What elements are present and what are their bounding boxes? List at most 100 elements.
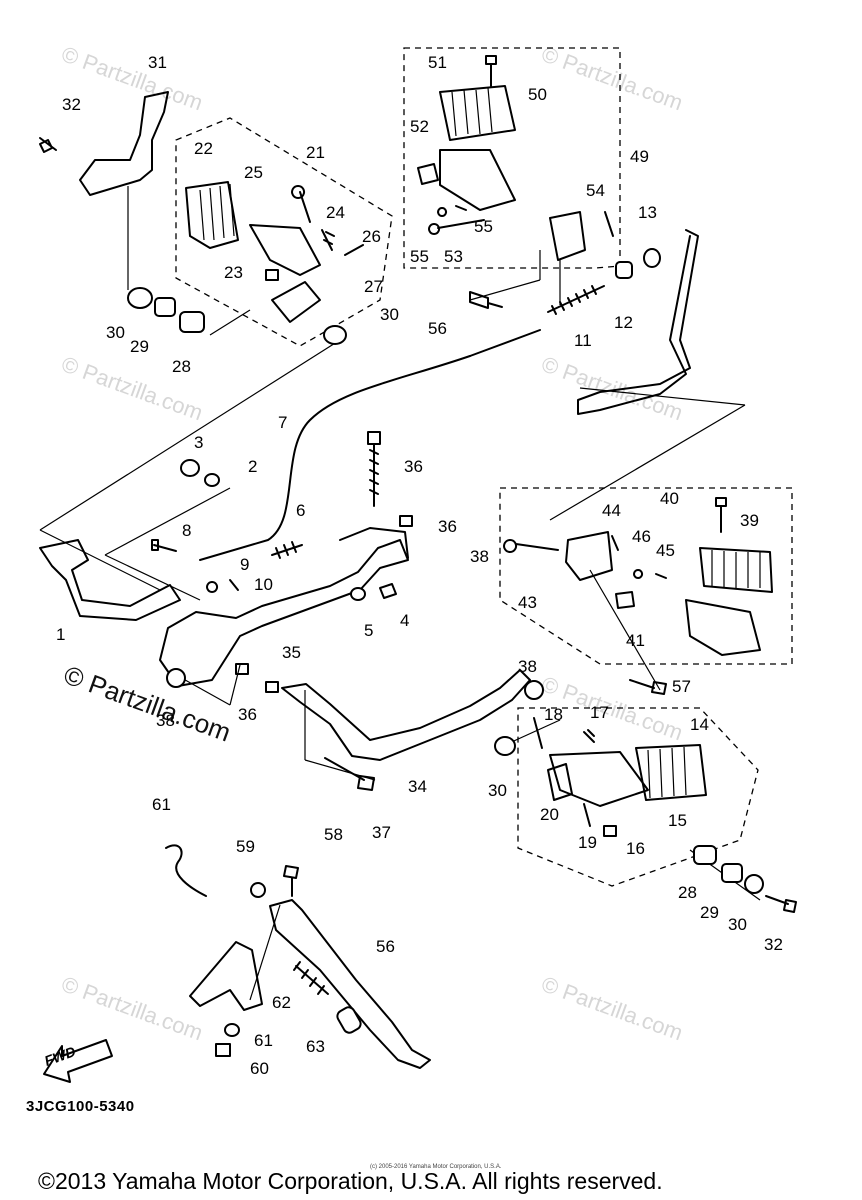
rear-bracket [577,229,699,415]
part-57-bolt [283,865,299,897]
part-22-footpeg [185,181,239,249]
part-49-screw [485,55,497,87]
callout-57: 58 [324,825,343,844]
callout-7: 7 [278,413,287,432]
callout-54: 55 [410,247,429,266]
part-9-washer [206,581,219,593]
callout-12: 12 [614,313,633,332]
callout-32: 32 [62,95,81,114]
box-39 [499,487,793,665]
part-14-holder [549,751,649,807]
callout-45: 45 [656,541,675,560]
part-38-nut-b [524,680,544,700]
part-45-spring [655,573,667,579]
callout-39: 38 [470,547,489,566]
callout-29-a: 29 [130,337,149,356]
part-24-spring [321,229,335,251]
part-37-bolt [324,757,375,791]
part-47-bracket [549,211,586,261]
callout-21: 21 [306,143,325,162]
part-34-upper-arm [339,527,409,559]
callout-24: 24 [326,203,345,222]
callout-30-d: 30 [728,915,747,934]
part-61-hose [165,844,207,897]
part-31-bracket [79,91,169,196]
box-47 [403,47,621,269]
part-21-holder [249,224,321,276]
part-27-pin-bracket [271,281,321,323]
part-8-bolt [151,539,177,552]
callout-30-b: 30 [106,323,125,342]
part-46-ball [633,569,644,579]
part-28-bushing [179,311,205,333]
part-28-bushing-b [693,845,717,865]
callout-61: 61 [152,795,171,814]
callout-10: 10 [254,575,273,594]
part-25-ball [291,185,311,223]
part-39-bracket [565,531,613,581]
callout-17: 17 [590,703,609,722]
callout-49: 51 [428,53,447,72]
part-10-cotter [229,579,239,591]
box-14 [517,707,759,887]
parts [39,55,797,1083]
callout-13: 13 [638,203,657,222]
callout-44: 44 [602,501,621,520]
callout-26: 26 [362,227,381,246]
part-30-washer-c [494,736,516,756]
part-62-spring [293,961,329,995]
callout-28-b: 28 [678,883,697,902]
part-34-footrest-bar [159,539,409,687]
callout-27: 27 [364,277,383,296]
watermark-main: © Partzilla.com [60,659,235,747]
callout-29-b: 29 [700,903,719,922]
part-6-spring [271,541,303,559]
part-20-bracket [547,763,573,801]
callout-37: 37 [372,823,391,842]
watermark-7: © Partzilla.com [538,971,686,1045]
callout-38-b: 38 [518,657,537,676]
callout-11: 11 [574,331,592,350]
callout-14: 14 [690,715,709,734]
part-35-adjuster [367,431,381,507]
part-56-side-stand [269,899,431,1069]
part-13-nut [643,248,661,268]
part-29-collar-b [721,863,743,883]
watermark-2: © Partzilla.com [538,41,686,115]
part-26-spring-clip [344,244,364,256]
part-44-clip [611,535,619,551]
part-12-collar [615,261,633,279]
part-51-pin [428,219,485,235]
part-16-nut [603,825,617,837]
part-55-bolt-lower [629,679,667,695]
callout-30-c: 30 [488,781,507,800]
diagram-code: 3JCG100-5340 [26,1098,135,1115]
callout-3: 3 [194,433,203,452]
callout-16: 16 [626,839,645,858]
part-30-washer [127,287,153,309]
part-60-washer [224,1023,240,1037]
callout-50: 52 [410,117,429,136]
callout-62: 62 [272,993,291,1012]
leader-lines [39,186,761,1001]
callout-25: 25 [244,163,263,182]
callout-6: 6 [296,501,305,520]
part-36-nut-b [235,663,249,675]
box-21 [175,117,393,347]
callout-35: 36 [404,457,423,476]
callout-63: 63 [306,1037,325,1056]
part-50-cap [417,163,439,185]
callout-55-a: 56 [428,319,447,338]
part-48-rubber [439,85,516,141]
callout-47: 49 [630,147,649,166]
callout-19: 19 [578,833,597,852]
part-54-ball [437,207,448,217]
copyright-notice: ©2013 Yamaha Motor Corporation, U.S.A. A… [38,1168,663,1194]
part-40-rubber [699,547,773,593]
callout-38-a: 38 [156,711,175,730]
part-59-nut [250,882,266,898]
part-18-pin [533,717,543,749]
part-55-bolt-upper [469,291,503,309]
part-42-cap [615,591,635,609]
